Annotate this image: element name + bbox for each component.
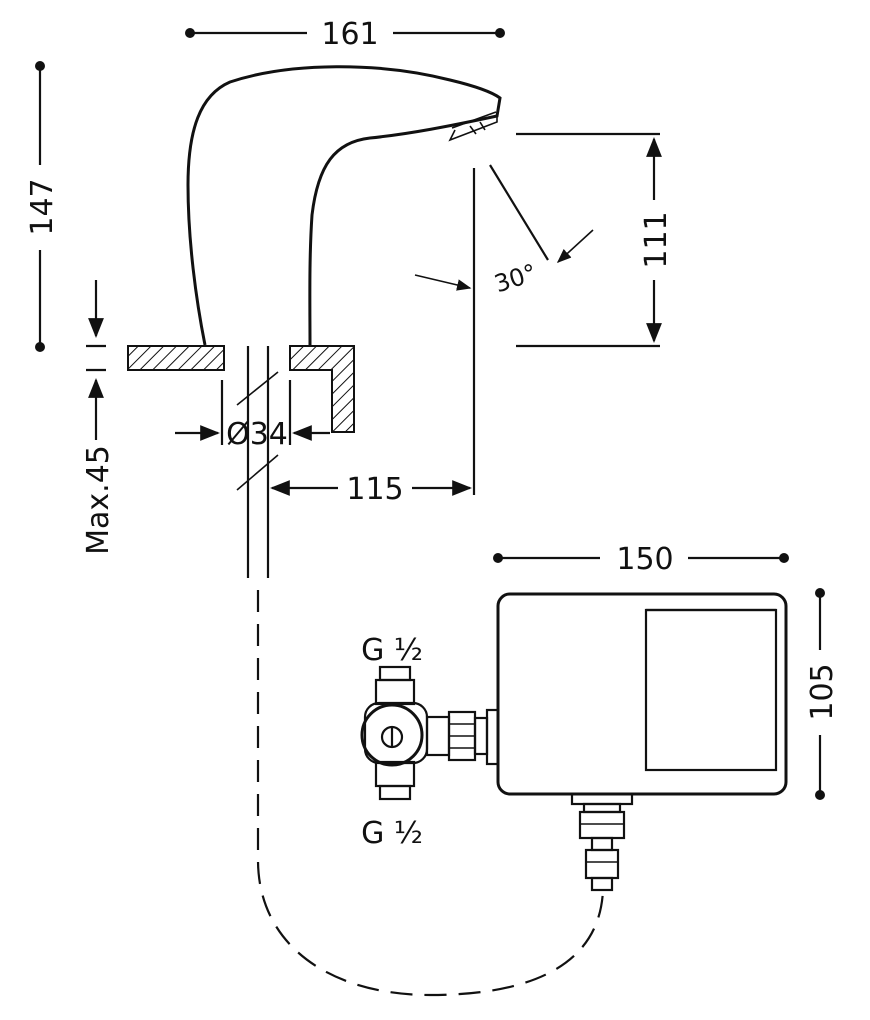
label-147: 147 (25, 178, 60, 235)
label-inlet-top: G ½ (361, 633, 423, 668)
dim-161 (185, 28, 505, 38)
dim-max45 (86, 280, 106, 440)
label-150: 150 (616, 542, 673, 577)
dim-105 (815, 588, 825, 800)
label-105: 105 (805, 663, 840, 720)
label-30-degrees: 30° (491, 259, 540, 299)
label-111: 111 (639, 211, 674, 268)
hose-dashed-route (256, 590, 605, 997)
spray-angle-geometry (414, 164, 594, 495)
label-inlet-bottom: G ½ (361, 816, 423, 851)
dim-34 (175, 380, 330, 445)
label-max45: Max.45 (81, 445, 116, 555)
inlet-valve (360, 665, 500, 801)
label-diameter-34: Ø34 (226, 417, 288, 452)
faucet-body (186, 65, 502, 346)
label-161: 161 (321, 17, 378, 52)
control-box (496, 592, 788, 796)
dim-147 (35, 61, 45, 352)
supply-hoses (236, 346, 279, 578)
countertop-section (127, 345, 355, 433)
label-115: 115 (346, 472, 403, 507)
outlet-fitting (570, 792, 634, 892)
dim-150 (493, 553, 789, 563)
dim-111 (516, 132, 662, 348)
